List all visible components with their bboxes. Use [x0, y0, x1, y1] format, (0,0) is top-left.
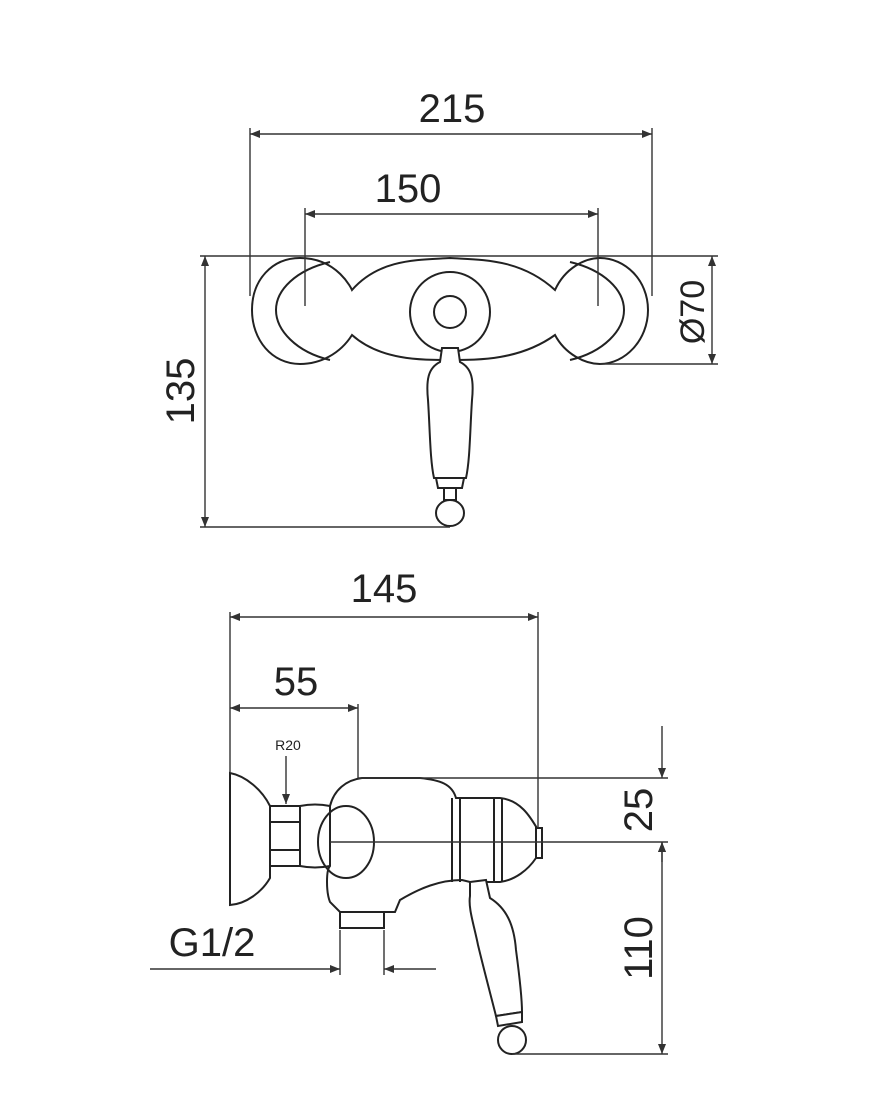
thread-label: G1/2 — [169, 921, 256, 965]
radius-label: R20 — [275, 737, 301, 753]
side-lever-tip — [497, 1025, 527, 1055]
side-view: 145 55 R20 25 110 G1/2 — [150, 567, 668, 1055]
side-lever-handle — [468, 878, 524, 1018]
dim-215-label: 215 — [419, 87, 486, 131]
dim-150-label: 150 — [375, 167, 442, 211]
side-lever-collar — [494, 1010, 523, 1028]
dim-135-label: 135 — [159, 358, 203, 425]
dim-25-label: 25 — [617, 788, 661, 833]
right-end-inner-arc — [569, 261, 626, 361]
lever-collar — [434, 477, 466, 489]
hex-nut — [269, 805, 301, 867]
center-knob-inner — [433, 295, 467, 329]
wall-flange — [229, 771, 271, 907]
end-cap — [535, 827, 543, 859]
top-view: 215 150 135 Ø70 — [159, 87, 718, 528]
lever-handle — [426, 347, 474, 479]
valve-body — [326, 777, 542, 913]
left-end-inner-arc — [274, 261, 331, 361]
inlet-connector — [299, 803, 331, 869]
lever-stem — [443, 487, 457, 501]
dim-145-label: 145 — [351, 567, 418, 611]
dim-55-label: 55 — [274, 660, 319, 704]
outlet-nozzle — [339, 911, 385, 929]
lever-tip — [435, 499, 465, 527]
dim-110-label: 110 — [617, 916, 661, 980]
dim-diameter-label: Ø70 — [674, 280, 712, 344]
